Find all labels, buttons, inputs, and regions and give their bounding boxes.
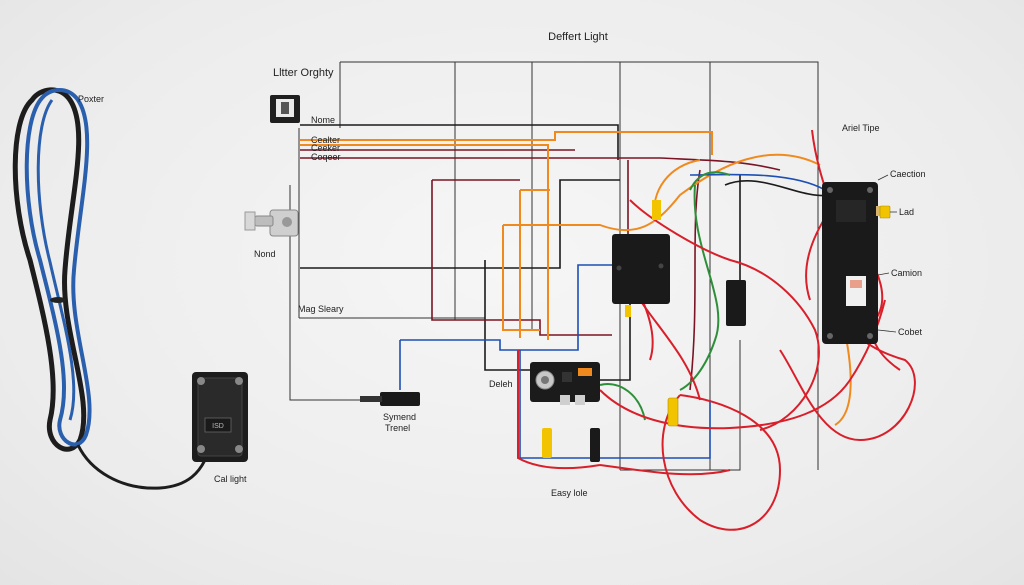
label-deleh: Deleh <box>489 379 513 389</box>
svg-text:ISD: ISD <box>212 423 224 430</box>
label-easy-lole: Easy lole <box>551 488 588 498</box>
label-top: Deffert Light <box>548 31 608 43</box>
control-module-icon <box>612 200 670 317</box>
black-wires <box>300 124 831 381</box>
label-trenel: Trenel <box>385 423 410 433</box>
label-cobet: Cobet <box>898 327 923 337</box>
orange-wires <box>300 131 852 426</box>
connector-plug-icon <box>360 392 420 406</box>
label-symend: Symend <box>383 412 416 422</box>
label-mag: Mag Sleary <box>298 304 344 314</box>
yellow-connectors <box>667 205 891 427</box>
label-nord: Nond <box>254 249 276 259</box>
label-ceeker-2: Ceeker <box>311 143 340 153</box>
label-nome: Nome <box>311 115 335 125</box>
frame-lines <box>289 61 819 471</box>
terminal-board-icon <box>530 362 600 462</box>
leader-lines <box>877 174 897 333</box>
toggle-switch-icon <box>244 209 299 237</box>
blue-wires <box>399 173 826 459</box>
right-controller-icon <box>822 182 888 344</box>
label-power: Poxter <box>78 94 104 104</box>
label-lad: Lad <box>899 207 914 217</box>
label-ariel-tipe: Ariel Tipe <box>842 123 880 133</box>
inline-fuse-icon <box>726 280 746 326</box>
maroon-wires <box>300 149 781 391</box>
wall-switch-icon: ISD <box>192 372 248 462</box>
label-caection: Caection <box>890 169 926 179</box>
label-cal-light: Cal light <box>214 474 247 484</box>
label-ceeker-3: Coqeer <box>311 152 341 162</box>
relay-switch-icon <box>270 95 300 123</box>
coiled-cable-icon <box>12 87 207 490</box>
label-relay: Lltter Orghty <box>273 67 334 79</box>
labels: Deffert Light Poxter Lltter Orghty Nome … <box>78 31 926 498</box>
label-ceeker-1: Cealter <box>311 135 340 145</box>
label-camion: Camion <box>891 268 922 278</box>
